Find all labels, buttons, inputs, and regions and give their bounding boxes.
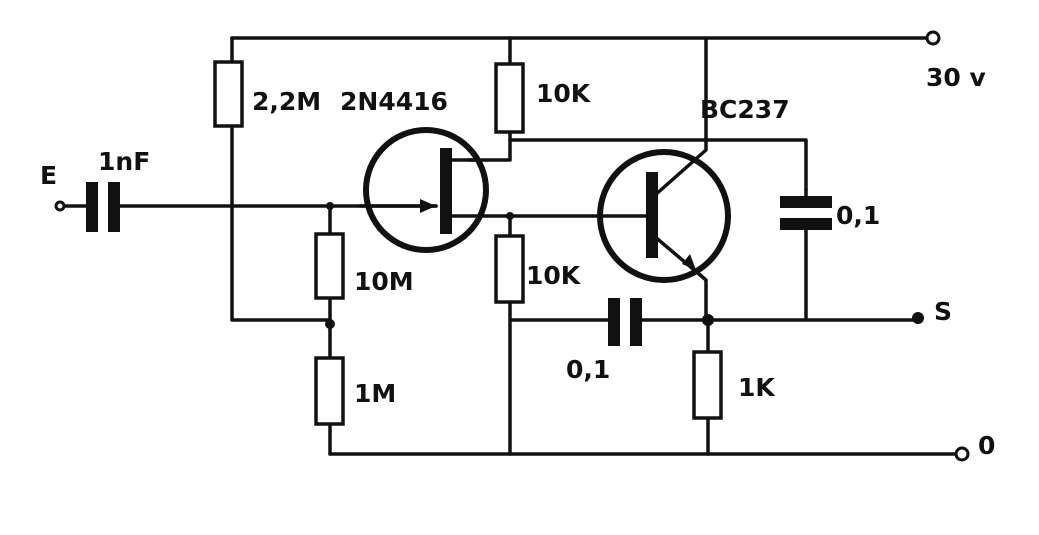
bypass-capacitor-label: 0,1 <box>836 201 880 230</box>
resistor-10m <box>314 232 345 300</box>
resistor-10k-drain <box>494 62 525 134</box>
output-rail <box>508 298 924 346</box>
resistor-10k-source-label: 10K <box>526 261 582 290</box>
bjt-label: BC237 <box>700 95 790 124</box>
resistor-1k-label: 1K <box>738 373 776 402</box>
jfet-2n4416 <box>358 127 602 253</box>
resistor-2-2m-label: 2,2M <box>252 87 321 116</box>
resistor-10m-label: 10M <box>354 267 414 296</box>
supply-label: 30 v <box>926 63 986 92</box>
input-capacitor <box>86 182 120 232</box>
ground-rail <box>328 446 970 462</box>
source-branch <box>494 212 525 456</box>
input-terminal <box>54 200 66 212</box>
supply-terminal <box>925 30 941 46</box>
resistor-10k-source <box>494 234 525 304</box>
drain-branch <box>466 36 808 192</box>
gate-resistor-branch <box>314 202 345 456</box>
junction-dot <box>326 202 334 210</box>
input-capacitor-label: 1nF <box>98 147 150 176</box>
coupling-capacitor-label: 0,1 <box>566 355 610 384</box>
supply-rail <box>230 30 941 46</box>
resistor-1m <box>314 356 345 426</box>
bjt-bc237 <box>597 38 731 322</box>
junction-dot <box>325 319 335 329</box>
jfet-label: 2N4416 <box>340 87 448 116</box>
resistor-1k <box>692 350 723 420</box>
output-label: S <box>934 297 952 326</box>
gate-top-branch <box>213 36 332 322</box>
resistor-1m-label: 1M <box>354 379 396 408</box>
junction-dot <box>506 212 514 220</box>
input-label: E <box>40 161 57 190</box>
output-terminal <box>912 312 924 324</box>
emitter-branch <box>692 318 723 456</box>
ground-terminal <box>954 446 970 462</box>
bypass-capacitor-branch <box>780 188 832 320</box>
ground-label: 0 <box>978 431 995 460</box>
resistor-10k-drain-label: 10K <box>536 79 592 108</box>
resistor-2-2m <box>213 60 244 128</box>
